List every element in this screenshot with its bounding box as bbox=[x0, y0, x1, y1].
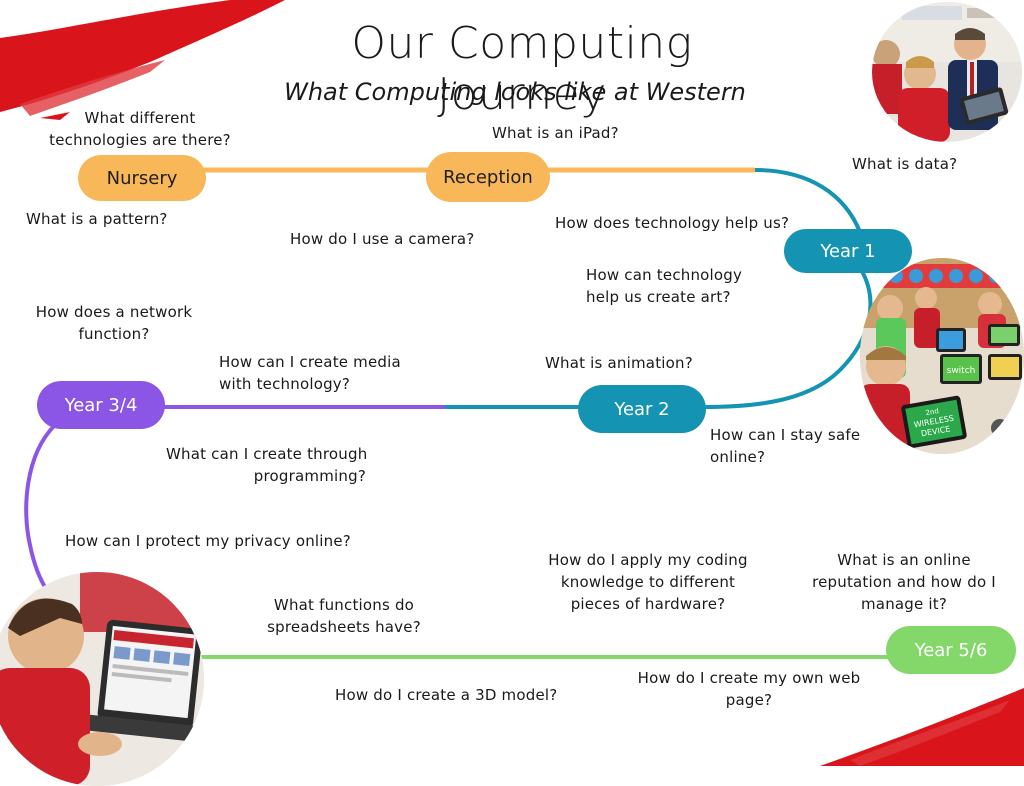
stage-reception: Reception bbox=[426, 152, 550, 202]
question-privacy: How can I protect my privacy online? bbox=[65, 532, 351, 550]
classroom-photo-bottom-left bbox=[0, 572, 204, 786]
stage-year56: Year 5/6 bbox=[886, 626, 1016, 674]
tablet-2nd-text: 2nd bbox=[925, 407, 940, 417]
question-3d-model: How do I create a 3D model? bbox=[335, 686, 558, 704]
stage-year1-label: Year 1 bbox=[820, 240, 876, 262]
page-subtitle: What Computing looks like at Western bbox=[284, 78, 746, 106]
stage-year34: Year 3/4 bbox=[37, 381, 165, 429]
tablet-switch-text: switch bbox=[947, 366, 976, 376]
question-safe-online: How can I stay safe online? bbox=[710, 426, 861, 466]
stage-year34-label: Year 3/4 bbox=[64, 394, 138, 416]
page-title: Our Computing Journey bbox=[351, 18, 693, 120]
question-camera: How do I use a camera? bbox=[290, 230, 475, 248]
question-media: How can I create media with technology? bbox=[219, 353, 401, 393]
question-pattern: What is a pattern? bbox=[26, 210, 168, 228]
question-coding-hardware: How do I apply my coding knowledge to di… bbox=[548, 551, 748, 613]
question-ipad: What is an iPad? bbox=[492, 124, 619, 142]
question-programming: What can I create through programming? bbox=[166, 445, 368, 485]
question-technology-help: How does technology help us? bbox=[555, 214, 790, 232]
question-data: What is data? bbox=[852, 155, 958, 173]
question-online-reputation: What is an online reputation and how do … bbox=[812, 551, 996, 613]
question-animation: What is animation? bbox=[545, 354, 693, 372]
red-brush-stroke-top-left bbox=[0, 0, 285, 120]
question-technologies: What different technologies are there? bbox=[49, 109, 231, 149]
stage-reception-label: Reception bbox=[443, 166, 533, 188]
red-brush-stroke-bottom-right bbox=[820, 688, 1024, 766]
stage-nursery: Nursery bbox=[78, 155, 206, 201]
question-network: How does a network function? bbox=[35, 303, 193, 343]
decoration-layer bbox=[0, 0, 1024, 766]
classroom-photo-top-right bbox=[872, 2, 1022, 142]
journey-path bbox=[24, 167, 888, 659]
photo-children-tablets-illustration: switch 2nd WIRELESS DEVICE bbox=[860, 258, 1024, 454]
photo-child-laptop-illustration bbox=[0, 572, 204, 786]
question-spreadsheets: What functions do spreadsheets have? bbox=[267, 596, 421, 636]
stage-year2-label: Year 2 bbox=[614, 398, 670, 420]
question-web-page: How do I create my own web page? bbox=[637, 669, 861, 709]
stage-nursery-label: Nursery bbox=[106, 167, 178, 189]
photo-teacher-child-illustration bbox=[872, 2, 1022, 142]
stage-year1: Year 1 bbox=[784, 229, 912, 273]
stage-year56-label: Year 5/6 bbox=[914, 639, 988, 661]
stage-year2: Year 2 bbox=[578, 385, 706, 433]
question-art: How can technology help us create art? bbox=[586, 266, 743, 306]
classroom-photo-middle-right: switch 2nd WIRELESS DEVICE bbox=[860, 258, 1024, 454]
